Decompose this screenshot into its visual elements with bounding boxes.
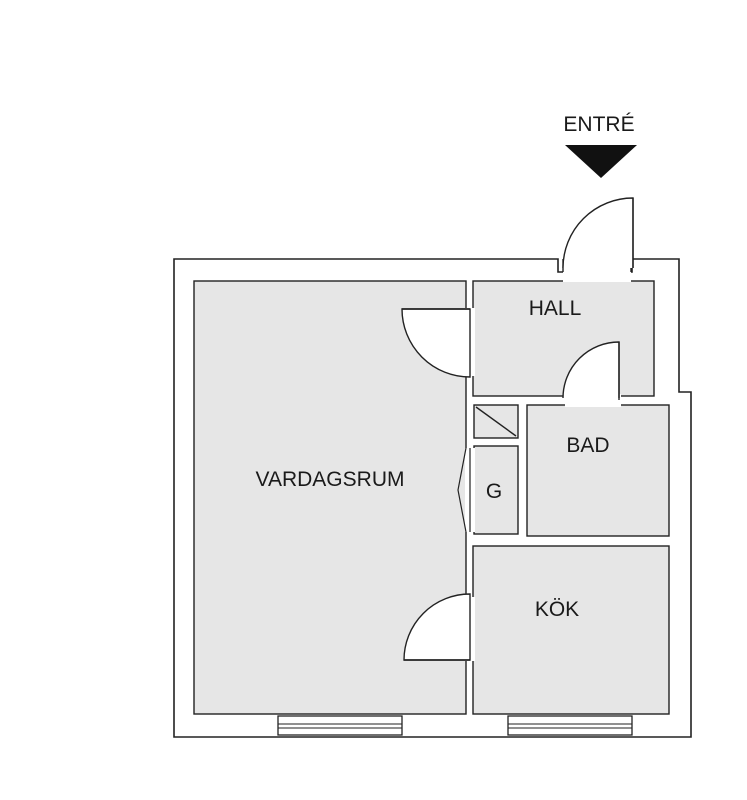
kitchen-door-swing[interactable] [403,593,471,661]
room-label-garderob: G [486,480,502,503]
room-label-bad: BAD [566,434,609,457]
room-label-hall: HALL [529,297,582,320]
entrance-label: ENTRÉ [563,113,634,136]
room-kok [472,545,670,715]
entrance-door-swing[interactable] [562,197,634,269]
bad-door-swing[interactable] [562,341,620,399]
window-living [277,715,403,736]
hall-living-door-swing[interactable] [401,308,471,378]
room-garderob [473,445,519,535]
room-bad [526,404,670,537]
ventilation-diagonal [475,406,517,437]
garderob-door-lines [457,447,471,533]
window-kitchen [507,715,633,736]
room-label-kok: KÖK [535,598,579,621]
room-label-vardagsrum: VARDAGSRUM [256,468,405,491]
entrance-arrow-icon [565,145,637,178]
